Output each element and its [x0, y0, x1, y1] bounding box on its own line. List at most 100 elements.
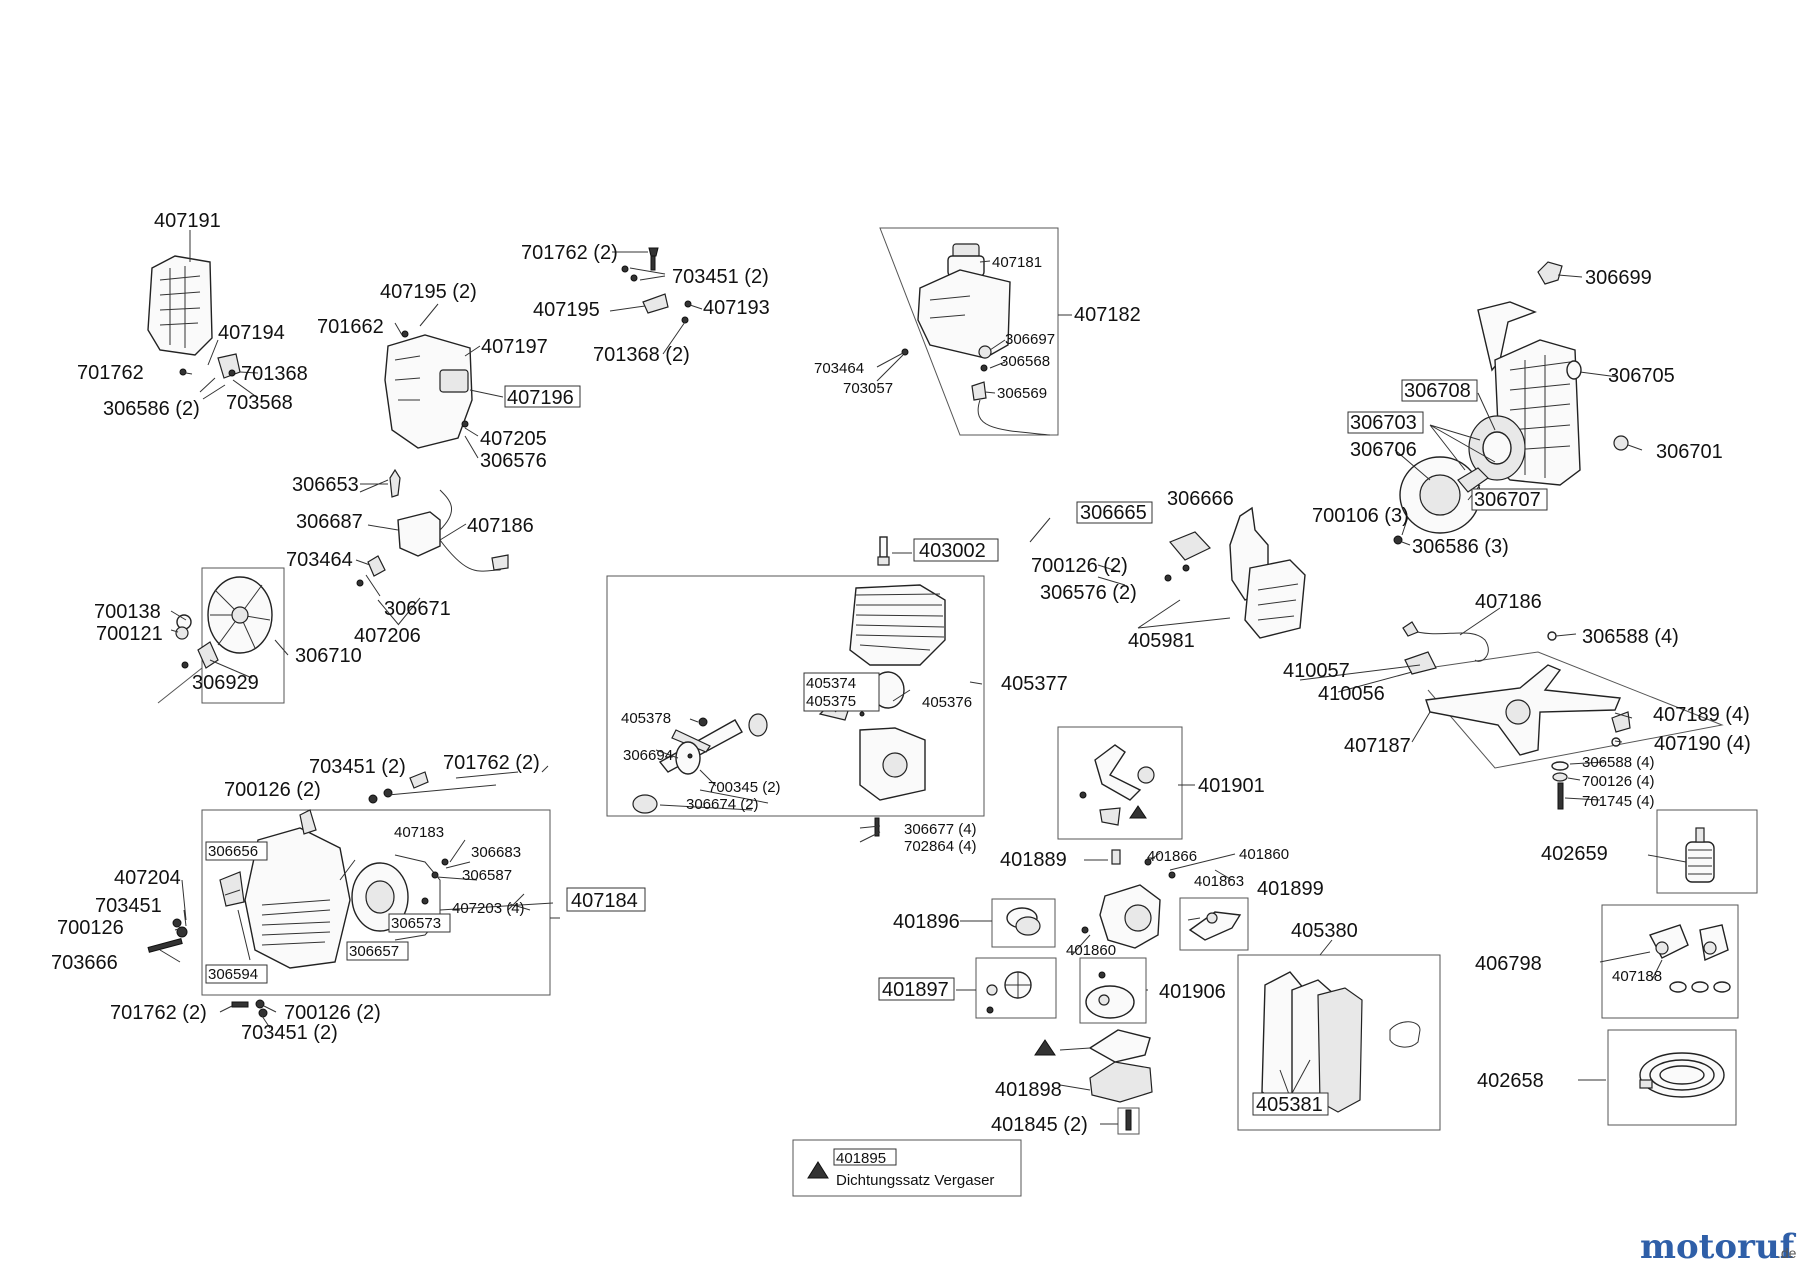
air-filter-frame — [1237, 954, 1441, 1131]
label-407186-coil: 407186 — [467, 515, 534, 537]
label-703451-2-top: 703451 (2) — [672, 266, 769, 288]
label-700126-4: 700126 (4) — [1582, 773, 1655, 790]
label-box-407196 — [504, 385, 581, 408]
label-407186-base: 407186 — [1475, 591, 1542, 613]
label-703666: 703666 — [51, 952, 118, 974]
label-306569: 306569 — [997, 385, 1047, 402]
lever-frame — [1179, 897, 1249, 951]
label-407189-4: 407189 (4) — [1653, 704, 1750, 726]
label-701762: 701762 — [77, 362, 144, 384]
legend-text: Dichtungssatz Vergaser — [836, 1172, 994, 1189]
label-box-306707 — [1471, 488, 1548, 511]
starter-housing-frame — [201, 809, 551, 996]
carburetor-body-part — [1081, 849, 1176, 949]
label-box-306594 — [205, 964, 268, 984]
label-701762-2-bottom: 701762 (2) — [110, 1002, 207, 1024]
label-306656: 306656 — [208, 843, 258, 860]
label-401845-2: 401845 (2) — [991, 1114, 1088, 1136]
label-306687: 306687 — [296, 511, 363, 533]
connector-frame — [1601, 904, 1739, 1019]
label-306707: 306707 — [1474, 489, 1541, 511]
base-frame — [1427, 651, 1724, 769]
label-306708: 306708 — [1404, 380, 1471, 402]
label-306671: 306671 — [384, 598, 451, 620]
flywheel-frame — [201, 567, 285, 704]
label-401889: 401889 — [1000, 849, 1067, 871]
label-701762-2-mid: 701762 (2) — [443, 752, 540, 774]
label-box-306657 — [346, 941, 409, 961]
label-box-306703 — [1347, 411, 1424, 434]
hose-connector-part — [1648, 924, 1731, 993]
legend-marker-icon — [807, 1161, 829, 1179]
label-700126-2-mid: 700126 (2) — [224, 779, 321, 801]
label-405981: 405981 — [1128, 630, 1195, 652]
label-306694: 306694 — [623, 747, 673, 764]
label-405380: 405380 — [1291, 920, 1358, 942]
label-405374: 405374 — [806, 675, 856, 692]
label-box-306708 — [1401, 379, 1478, 402]
label-306674-2: 306674 (2) — [686, 796, 759, 813]
flywheel-part — [175, 576, 273, 669]
label-306699: 306699 — [1585, 267, 1652, 289]
label-703451: 703451 — [95, 895, 162, 917]
label-306568: 306568 — [1000, 353, 1050, 370]
fuel-pump-part — [1085, 971, 1135, 1019]
recoil-starter-part — [1393, 261, 1629, 545]
label-306665: 306665 — [1080, 502, 1147, 524]
exhaust-cover-part — [147, 255, 213, 356]
label-405377: 405377 — [1001, 673, 1068, 695]
label-703451-2-bottom: 703451 (2) — [241, 1022, 338, 1044]
label-306594: 306594 — [208, 966, 258, 983]
label-401906: 401906 — [1159, 981, 1226, 1003]
label-407195: 407195 — [533, 299, 600, 321]
legend-box — [792, 1139, 1022, 1197]
label-306586-3: 306586 (3) — [1412, 536, 1509, 558]
muffler-part — [384, 330, 473, 449]
label-306657: 306657 — [349, 943, 399, 960]
label-306683: 306683 — [471, 844, 521, 861]
reed-valve-part — [986, 971, 1032, 1014]
label-306677-4: 306677 (4) — [904, 821, 977, 838]
label-700126-2-bottom: 700126 (2) — [284, 1002, 381, 1024]
label-306697: 306697 — [1005, 331, 1055, 348]
label-407205: 407205 — [480, 428, 547, 450]
label-401863: 401863 — [1194, 873, 1244, 890]
label-701745-4: 701745 (4) — [1582, 793, 1655, 810]
label-306576: 306576 — [480, 450, 547, 472]
label-306573: 306573 — [391, 915, 441, 932]
label-401860-bottom: 401860 — [1066, 942, 1116, 959]
label-701662: 701662 — [317, 316, 384, 338]
label-700106-3: 700106 (3) — [1312, 505, 1409, 527]
label-700126: 700126 — [57, 917, 124, 939]
watermark-brand: motoruf — [1640, 1227, 1797, 1267]
intake-boot-part — [1006, 907, 1041, 936]
gasket-part — [1034, 1029, 1153, 1103]
label-403002: 403002 — [919, 540, 986, 562]
label-401860-top: 401860 — [1239, 846, 1289, 863]
fuel-hose-part — [1639, 1052, 1725, 1098]
label-407195-2: 407195 (2) — [380, 281, 477, 303]
label-306701: 306701 — [1656, 441, 1723, 463]
label-box-401895 — [833, 1148, 897, 1166]
label-306587: 306587 — [462, 867, 512, 884]
label-700345-2: 700345 (2) — [708, 779, 781, 796]
label-box-306656 — [205, 841, 268, 861]
cover-lever-part — [1188, 911, 1242, 941]
label-701762-2-top: 701762 (2) — [521, 242, 618, 264]
label-700121: 700121 — [96, 623, 163, 645]
label-410056: 410056 — [1318, 683, 1385, 705]
label-box-401897 — [878, 977, 955, 1001]
label-401866: 401866 — [1147, 848, 1197, 865]
label-405375: 405375 — [806, 693, 856, 710]
label-402659: 402659 — [1541, 843, 1608, 865]
cylinder-part — [818, 584, 946, 801]
screw-frame — [1117, 1107, 1140, 1135]
label-306705: 306705 — [1608, 365, 1675, 387]
label-306653: 306653 — [292, 474, 359, 496]
bracket-part — [179, 353, 241, 379]
label-306706: 306706 — [1350, 439, 1417, 461]
label-box-306573 — [388, 913, 451, 933]
label-306588-4-small: 306588 (4) — [1582, 754, 1655, 771]
